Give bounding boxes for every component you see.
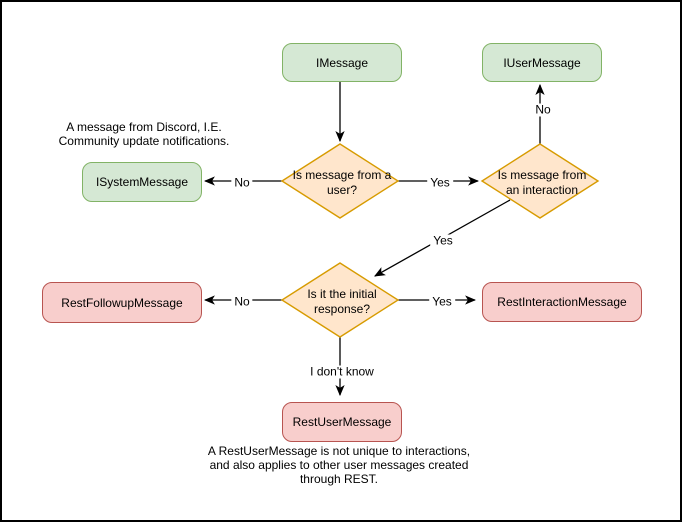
node-iusermessage-label: IUserMessage — [503, 55, 581, 70]
decision-is-message-from-user — [280, 143, 400, 219]
edge-label-from-interaction-yes: Yes — [430, 234, 456, 248]
node-imessage-label: IMessage — [315, 55, 369, 70]
annotation-rest-user-message-note: A RestUserMessage is not unique to inter… — [207, 444, 471, 486]
node-isystemmessage: ISystemMessage — [82, 162, 202, 202]
node-isystemmessage-label: ISystemMessage — [95, 175, 189, 189]
node-restinteractionmessage: RestInteractionMessage — [482, 282, 642, 322]
annotation-system-message-note: A message from Discord, I.E. Community u… — [58, 120, 230, 148]
node-iusermessage: IUserMessage — [482, 43, 602, 82]
node-restinteractionmessage-label: RestInteractionMessage — [497, 295, 627, 309]
edge-label-initial-response-no: No — [231, 295, 253, 309]
edge-label-from-user-no: No — [231, 176, 253, 190]
decision-is-initial-response-label: Is it the initial response? — [307, 287, 377, 316]
decision-is-message-from-interaction — [480, 143, 600, 219]
node-restfollowupmessage: RestFollowupMessage — [42, 282, 202, 323]
decision-is-message-from-user-label: Is message from a user? — [292, 168, 392, 197]
edge-label-initial-response-yes: Yes — [429, 295, 455, 309]
edge-label-from-interaction-no: No — [532, 103, 554, 117]
node-restusermessage: RestUserMessage — [282, 402, 402, 442]
decision-is-message-from-interaction-label: Is message from an interaction — [497, 168, 587, 197]
edge-label-initial-response-unknown: I don't know — [307, 365, 377, 379]
node-restfollowupmessage-label: RestFollowupMessage — [61, 295, 183, 310]
decision-is-initial-response — [280, 262, 400, 338]
edge-label-from-user-yes: Yes — [427, 176, 453, 190]
node-imessage: IMessage — [282, 43, 402, 82]
node-restusermessage-label: RestUserMessage — [292, 415, 392, 429]
